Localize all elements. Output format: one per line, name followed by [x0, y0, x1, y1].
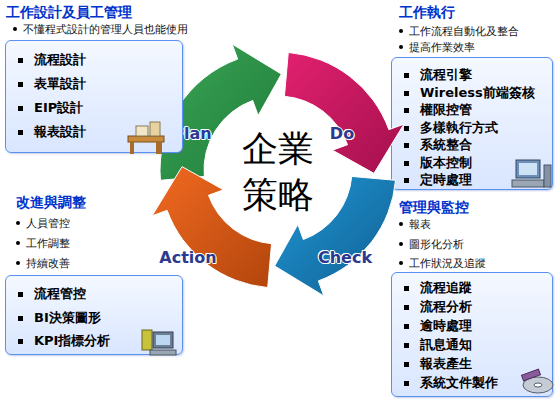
feature-item: 系統整合 [420, 136, 472, 154]
item-marker [404, 178, 409, 183]
feature-item: 報表設計 [34, 123, 86, 141]
bullet-text: 工作流程自動化及整合 [409, 24, 519, 38]
section-heading: 管理與監控 [399, 198, 469, 216]
feature-item: 定時處理 [420, 171, 472, 189]
feature-box: 改進與調整人員管控工作調整持續改善流程管控BI決策圖形KPI指標分析 [5, 275, 183, 355]
bullet-dot [16, 261, 20, 265]
bullet-text: 報表 [409, 217, 431, 231]
feature-box: 工作設計及員工管理不懂程式設計的管理人員也能使用流程設計表單設計EIP設計報表設… [5, 40, 183, 153]
bullet-dot [16, 221, 20, 225]
feature-item: Wireless前端簽核 [420, 84, 535, 102]
item-marker [18, 339, 23, 344]
feature-item: 流程管控 [34, 285, 86, 303]
item-marker [18, 106, 23, 111]
phase-label: Check [318, 248, 372, 268]
item-marker [404, 286, 409, 291]
bullet-dot [399, 261, 403, 265]
bullet-text: 工作狀況及追蹤 [409, 256, 486, 270]
item-marker [18, 316, 23, 321]
item-marker [404, 143, 409, 148]
feature-box: 管理與監控報表圖形化分析工作狀況及追蹤流程追蹤流程分析逾時處理訊息通知報表產生系… [391, 272, 553, 397]
item-marker [404, 91, 409, 96]
feature-item: 系統文件製作 [420, 374, 498, 392]
bullet-text: 圖形化分析 [409, 237, 464, 251]
bullet-dot [399, 29, 403, 33]
bullet-dot [13, 27, 17, 31]
feature-item: 逾時處理 [420, 317, 472, 335]
item-marker [404, 108, 409, 113]
item-marker [18, 58, 23, 63]
bullet-text: 持續改善 [26, 256, 70, 270]
bullet-text: 提高作業效率 [409, 40, 475, 54]
item-marker [18, 82, 23, 87]
item-marker [404, 126, 409, 131]
feature-item: 多樣執行方式 [420, 119, 498, 137]
item-marker [404, 324, 409, 329]
feature-item: 版本控制 [420, 154, 472, 172]
phase-label: Do [330, 124, 354, 144]
item-marker [404, 381, 409, 386]
bullet-dot [399, 45, 403, 49]
feature-item: KPI指標分析 [34, 332, 110, 350]
item-marker [404, 161, 409, 166]
feature-item: 流程設計 [34, 51, 86, 69]
phase-label: Action [159, 248, 216, 268]
feature-item: 流程分析 [420, 298, 472, 316]
bullet-text: 不懂程式設計的管理人員也能使用 [23, 22, 188, 36]
item-marker [18, 130, 23, 135]
section-heading: 改進與調整 [16, 193, 86, 211]
bullet-dot [399, 222, 403, 226]
bullet-dot [399, 242, 403, 246]
item-marker [404, 343, 409, 348]
section-heading: 工作執行 [399, 3, 455, 21]
feature-item: 表單設計 [34, 75, 86, 93]
bullet-dot [16, 241, 20, 245]
feature-item: 流程追蹤 [420, 279, 472, 297]
feature-item: 流程引擎 [420, 66, 472, 84]
bullet-text: 工作調整 [26, 236, 70, 250]
feature-item: EIP設計 [34, 99, 83, 117]
bullet-text: 人員管控 [26, 216, 70, 230]
item-marker [404, 305, 409, 310]
item-marker [404, 362, 409, 367]
center-title: 企業 策略 [230, 126, 326, 218]
feature-item: 報表產生 [420, 355, 472, 373]
cycle-arrow: Action [150, 164, 274, 290]
feature-item: BI決策圖形 [34, 309, 101, 327]
section-heading: 工作設計及員工管理 [6, 3, 132, 21]
item-marker [18, 292, 23, 297]
feature-box: 工作執行工作流程自動化及整合提高作業效率流程引擎Wireless前端簽核權限控管… [391, 57, 553, 190]
feature-item: 權限控管 [420, 101, 472, 119]
feature-item: 訊息通知 [420, 336, 472, 354]
arrow-shape [150, 164, 274, 290]
item-marker [404, 73, 409, 78]
